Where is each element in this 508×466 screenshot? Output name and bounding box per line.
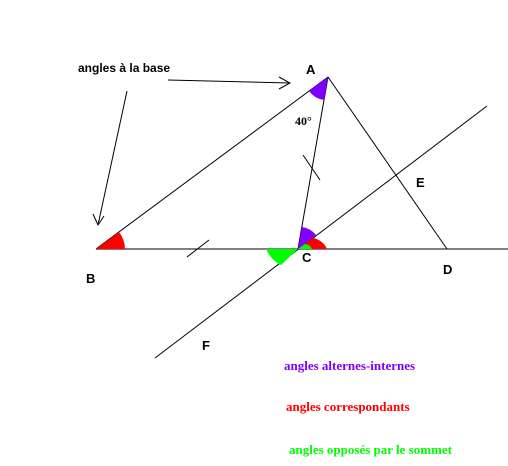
arrow-to-b-shaft [97,90,128,226]
tick-bc [186,239,210,258]
legend-vertical: angles opposés par le sommet [289,442,453,457]
angle-c-green-upper [298,244,312,249]
label-point-f: F [202,338,210,353]
angle-c-purple [298,227,316,249]
arrow-to-b-head [92,213,105,227]
base-angles-note: angles à la base [78,61,170,75]
legend-corresponding: angles correspondants [286,399,410,414]
apex-angle-value: 40° [295,114,312,128]
label-point-c: C [302,250,312,265]
line-fe [154,105,488,359]
label-point-d: D [443,262,452,277]
label-point-e: E [416,175,425,190]
arrow-to-a-shaft [167,79,291,84]
legend-alternate-interior: angles alternes-internes [284,358,415,373]
angle-c-green-lower [266,249,298,265]
angle-b-red [96,232,125,249]
arrow-to-a-head [278,76,292,90]
label-point-a: A [306,62,316,77]
segment-ba [95,76,329,250]
label-point-b: B [86,271,95,286]
segment-ad [327,76,448,250]
tick-ac [302,154,321,181]
angle-a-purple [309,77,328,100]
segment-ac [297,76,329,250]
